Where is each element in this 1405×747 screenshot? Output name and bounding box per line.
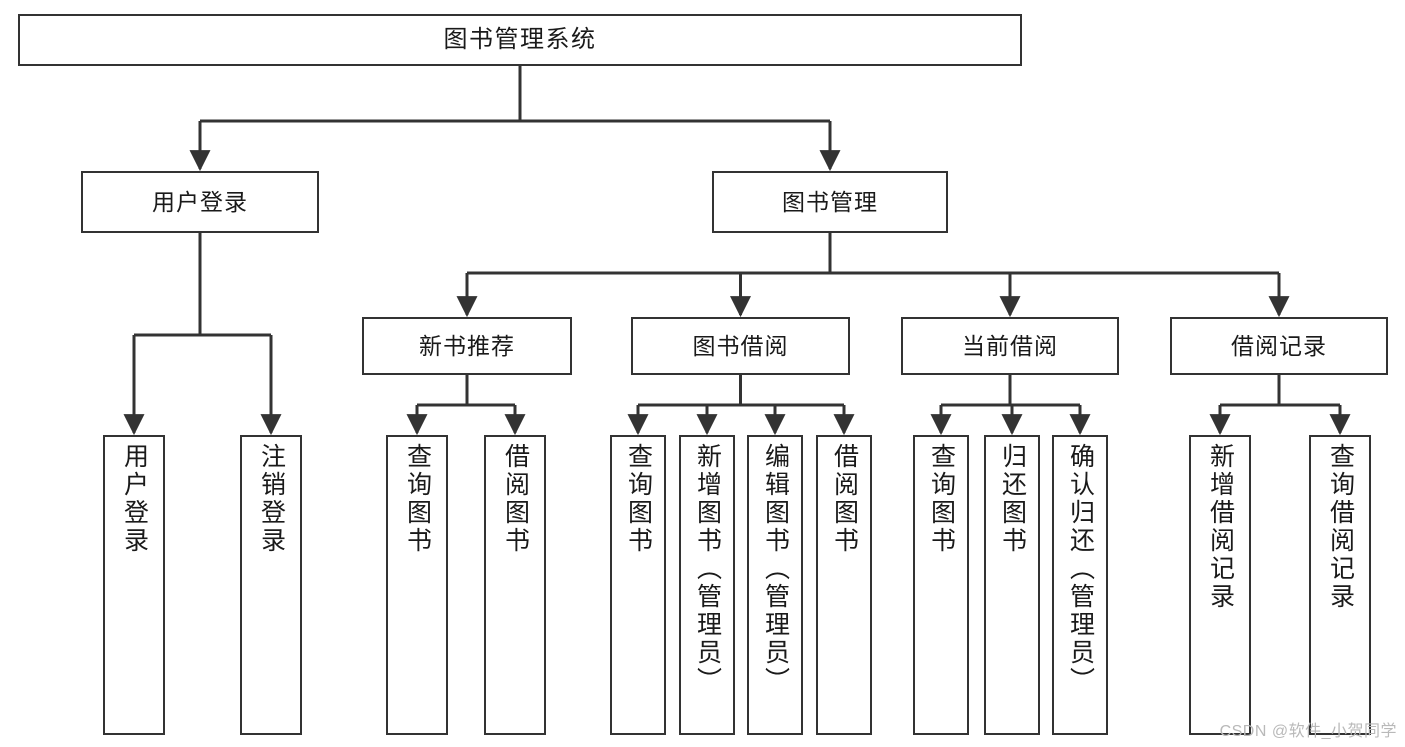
node-label: 新增图书（管理员） <box>693 443 722 695</box>
node-label: 图书管理 <box>782 188 878 215</box>
node-leaf-borrow-book-1: 借阅图书 <box>484 435 546 735</box>
node-label: 新增借阅记录 <box>1206 443 1235 611</box>
node-label: 归还图书 <box>998 443 1027 555</box>
node-label: 注销登录 <box>257 443 286 555</box>
node-label: 查询借阅记录 <box>1326 443 1355 611</box>
node-user-login: 用户登录 <box>81 171 319 233</box>
node-root: 图书管理系统 <box>18 14 1022 66</box>
node-label: 借阅记录 <box>1231 332 1327 359</box>
node-leaf-borrow-book-2: 借阅图书 <box>816 435 872 735</box>
node-leaf-confirm-return: 确认归还（管理员） <box>1052 435 1108 735</box>
node-current-borrow: 当前借阅 <box>901 317 1119 375</box>
node-label: 用户登录 <box>152 188 248 215</box>
node-leaf-query-record: 查询借阅记录 <box>1309 435 1371 735</box>
node-label: 借阅图书 <box>830 443 859 555</box>
node-label: 编辑图书（管理员） <box>761 443 790 695</box>
node-leaf-add-book: 新增图书（管理员） <box>679 435 735 735</box>
node-leaf-return-book: 归还图书 <box>984 435 1040 735</box>
node-label: 图书管理系统 <box>443 26 597 54</box>
node-label: 查询图书 <box>624 443 653 555</box>
node-leaf-user-login: 用户登录 <box>103 435 165 735</box>
node-leaf-add-record: 新增借阅记录 <box>1189 435 1251 735</box>
node-label: 借阅图书 <box>501 443 530 555</box>
node-leaf-query-book-1: 查询图书 <box>386 435 448 735</box>
node-label: 图书借阅 <box>692 332 789 359</box>
node-label: 确认归还（管理员） <box>1066 443 1095 695</box>
node-book-manage: 图书管理 <box>712 171 948 233</box>
node-label: 查询图书 <box>403 443 432 555</box>
node-leaf-query-book-3: 查询图书 <box>913 435 969 735</box>
node-label: 查询图书 <box>927 443 956 555</box>
node-leaf-edit-book: 编辑图书（管理员） <box>747 435 803 735</box>
node-leaf-logout: 注销登录 <box>240 435 302 735</box>
node-book-borrow: 图书借阅 <box>631 317 850 375</box>
node-new-book-rec: 新书推荐 <box>362 317 572 375</box>
node-leaf-query-book-2: 查询图书 <box>610 435 666 735</box>
node-label: 新书推荐 <box>419 332 515 359</box>
node-label: 用户登录 <box>120 443 149 555</box>
node-borrow-record: 借阅记录 <box>1170 317 1388 375</box>
node-label: 当前借阅 <box>962 332 1058 359</box>
